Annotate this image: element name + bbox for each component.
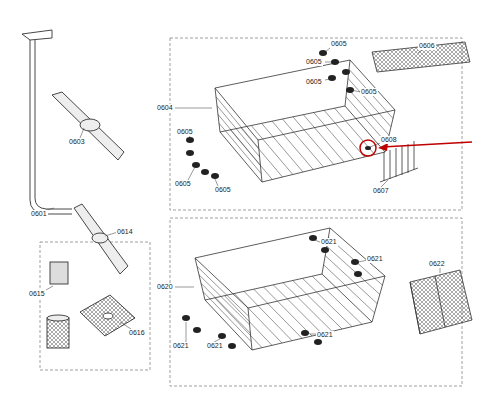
rack-wire bbox=[273, 285, 322, 334]
rack-wire bbox=[262, 123, 303, 172]
upper-rack bbox=[215, 60, 395, 182]
rack-wire bbox=[218, 114, 260, 165]
callout-number: 0605 bbox=[305, 78, 323, 86]
rack-wire bbox=[324, 265, 375, 313]
callout-number: 0606 bbox=[418, 42, 436, 50]
wheel bbox=[182, 50, 371, 349]
callout-number: 0605 bbox=[214, 186, 232, 194]
rack-wire bbox=[234, 294, 282, 344]
rack-wire bbox=[348, 78, 391, 126]
callout-number: 0621 bbox=[206, 342, 224, 350]
highlight-marker bbox=[360, 140, 472, 156]
rack-wire bbox=[312, 276, 362, 324]
rack-wire bbox=[314, 113, 355, 160]
callout-number: 0616 bbox=[128, 329, 146, 337]
group-frame bbox=[40, 38, 462, 386]
rack-wire bbox=[215, 298, 262, 348]
lower-spray-arm bbox=[74, 204, 128, 274]
clip-strip bbox=[372, 42, 470, 72]
rack-wire bbox=[197, 266, 249, 316]
callout-number: 0621 bbox=[172, 342, 190, 350]
rack-wire bbox=[347, 88, 389, 136]
rack-wire bbox=[293, 281, 342, 330]
spray-pipe bbox=[22, 30, 72, 214]
callout-number: 0601 bbox=[30, 210, 48, 218]
rack-wire bbox=[283, 119, 324, 167]
rack-wire bbox=[254, 289, 302, 338]
callout-number: 0605 bbox=[305, 58, 323, 66]
rack-wire bbox=[199, 275, 250, 325]
rack-wire bbox=[327, 246, 380, 294]
callout-number: 0604 bbox=[156, 104, 174, 112]
callout-number: 0622 bbox=[428, 260, 446, 268]
rack-wire bbox=[264, 287, 313, 336]
filter bbox=[47, 262, 69, 348]
upper-spray-arm bbox=[52, 92, 124, 160]
callout-number: 0608 bbox=[380, 136, 398, 144]
rack-wire bbox=[219, 123, 261, 173]
rack-wire bbox=[203, 292, 251, 342]
rack-wire bbox=[293, 117, 334, 165]
callout-number: 0607 bbox=[372, 187, 390, 195]
rack-wire bbox=[244, 291, 292, 340]
rack-wire bbox=[303, 278, 353, 326]
rack-wire bbox=[241, 128, 283, 177]
rack-wire bbox=[216, 97, 259, 149]
callout-number: 0615 bbox=[28, 290, 46, 298]
leader-line bbox=[40, 48, 440, 342]
rack-wire bbox=[335, 108, 375, 154]
rack-wire bbox=[225, 296, 273, 346]
rack-wire bbox=[272, 121, 313, 169]
callout-number: 0621 bbox=[316, 331, 334, 339]
rack-wire bbox=[349, 69, 393, 118]
callout-number: 0605 bbox=[174, 180, 192, 188]
rack-wire bbox=[283, 283, 332, 332]
lower-rack bbox=[195, 228, 385, 350]
cutlery-basket bbox=[410, 270, 472, 334]
rack-wire bbox=[324, 110, 364, 157]
rack-wire bbox=[303, 115, 344, 162]
rack-wire bbox=[217, 106, 260, 157]
callout-number: 0621 bbox=[320, 238, 338, 246]
callout-number: 0605 bbox=[176, 128, 194, 136]
callout-number: 0620 bbox=[156, 283, 174, 291]
callout-number: 0605 bbox=[360, 88, 378, 96]
callout-number: 0621 bbox=[366, 255, 384, 263]
rack-wire bbox=[201, 283, 250, 333]
callout-number: 0614 bbox=[116, 228, 134, 236]
callout-number: 0603 bbox=[68, 138, 86, 146]
filter-plate bbox=[80, 295, 135, 336]
rack-wire bbox=[251, 126, 293, 175]
callout-number: 0605 bbox=[330, 40, 348, 48]
